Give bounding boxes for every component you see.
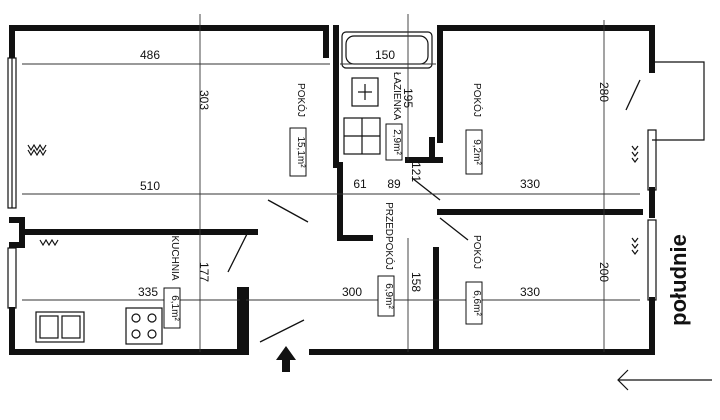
room-living-area: 15,1m²	[295, 136, 306, 168]
door-living	[267, 199, 309, 223]
room-living-area-box	[289, 127, 307, 177]
window-right-bottom	[647, 219, 657, 301]
room-living-name: POKÓJ	[295, 83, 308, 117]
dim-330-top: 330	[520, 177, 540, 191]
room-bathroom-name: ŁAZIENKA	[391, 72, 402, 121]
radiator-kitchen	[39, 238, 59, 247]
room-bathroom-area-box	[385, 123, 403, 161]
wall-bottom-right	[309, 297, 655, 355]
room-top-right-area: 9,2m²	[471, 139, 482, 165]
window-right-top	[647, 129, 657, 191]
dim-121: 121	[409, 162, 423, 182]
stove-burner-3	[131, 329, 141, 339]
compass-label: południe	[666, 234, 691, 326]
dim-280: 280	[597, 82, 611, 102]
entrance-arrow-icon	[276, 346, 296, 372]
dim-200: 200	[597, 262, 611, 282]
wall-top-left	[9, 25, 329, 58]
dim-510: 510	[140, 179, 160, 193]
door-kitchen	[227, 231, 249, 273]
room-living: POKÓJ 15,1m²	[289, 83, 308, 177]
room-hallway: PRZEDPOKÓJ 6,9m²	[377, 202, 396, 317]
dim-330-bottom: 330	[520, 285, 540, 299]
room-bathroom-area: 2,9m²	[391, 129, 402, 155]
room-bottom-right-area: 6,6m²	[471, 290, 482, 316]
kitchen-sink-bowl-2	[61, 315, 81, 339]
stove-burner-1	[131, 313, 141, 323]
doors	[227, 79, 641, 343]
door-balcony	[625, 79, 641, 111]
room-kitchen-area: 6,1m²	[169, 295, 180, 321]
window-left-bottom	[7, 247, 17, 309]
door-room-bottom-right	[439, 217, 469, 241]
room-bottom-right-name: POKÓJ	[471, 235, 484, 269]
room-bathroom: ŁAZIENKA 2,9m²	[385, 72, 403, 161]
room-kitchen: KUCHNIA 6,1m²	[163, 235, 181, 329]
dim-177: 177	[197, 262, 211, 282]
dim-300: 300	[342, 285, 362, 299]
door-room-top-right	[411, 177, 441, 201]
room-top-right-area-box	[465, 129, 483, 175]
stove-burner-4	[147, 329, 157, 339]
dimension-values: 486 303 510 150 195 121 61 89 330 280 17…	[138, 48, 611, 299]
room-top-right: POKÓJ 9,2m²	[465, 83, 484, 175]
dim-89: 89	[387, 177, 401, 191]
dimension-lines	[22, 14, 640, 352]
dim-335: 335	[138, 285, 158, 299]
washbasin	[351, 77, 379, 107]
outer-walls	[9, 25, 655, 355]
stove-burner-2	[147, 313, 157, 323]
door-entrance	[259, 319, 305, 343]
room-labels: POKÓJ 15,1m² ŁAZIENKA 2,9m² POKÓJ 9,2m² …	[163, 72, 484, 329]
room-hallway-area-box	[377, 275, 395, 317]
balcony-outline	[652, 61, 705, 141]
internal-walls	[19, 137, 643, 355]
dim-61: 61	[353, 177, 367, 191]
wall-top-right	[437, 25, 655, 73]
windows	[7, 57, 657, 309]
kitchen-sink-bowl-1	[39, 315, 59, 339]
compass-arrow-icon	[617, 369, 712, 391]
wall-hall-left	[337, 162, 373, 241]
room-hallway-area: 6,9m²	[383, 283, 394, 309]
room-bottom-right: POKÓJ 6,6m²	[465, 235, 484, 325]
radiator-right-bottom	[631, 237, 639, 255]
dim-486: 486	[140, 48, 160, 62]
room-kitchen-area-box	[163, 287, 181, 329]
room-kitchen-name: KUCHNIA	[169, 235, 180, 280]
radiator-right-top	[631, 145, 639, 163]
dim-303: 303	[197, 90, 211, 110]
room-hallway-name: PRZEDPOKÓJ	[383, 202, 396, 270]
radiator-left-top	[27, 143, 47, 157]
wall-bottom-left	[9, 287, 249, 355]
dim-195: 195	[401, 88, 415, 108]
fixtures	[35, 31, 433, 345]
dim-158: 158	[409, 272, 423, 292]
room-top-right-name: POKÓJ	[471, 83, 484, 117]
bathtub	[341, 31, 433, 69]
radiators	[27, 143, 639, 255]
dim-150: 150	[375, 48, 395, 62]
stove	[125, 307, 163, 345]
kitchen-sink	[35, 311, 85, 343]
room-bottom-right-area-box	[465, 281, 483, 325]
